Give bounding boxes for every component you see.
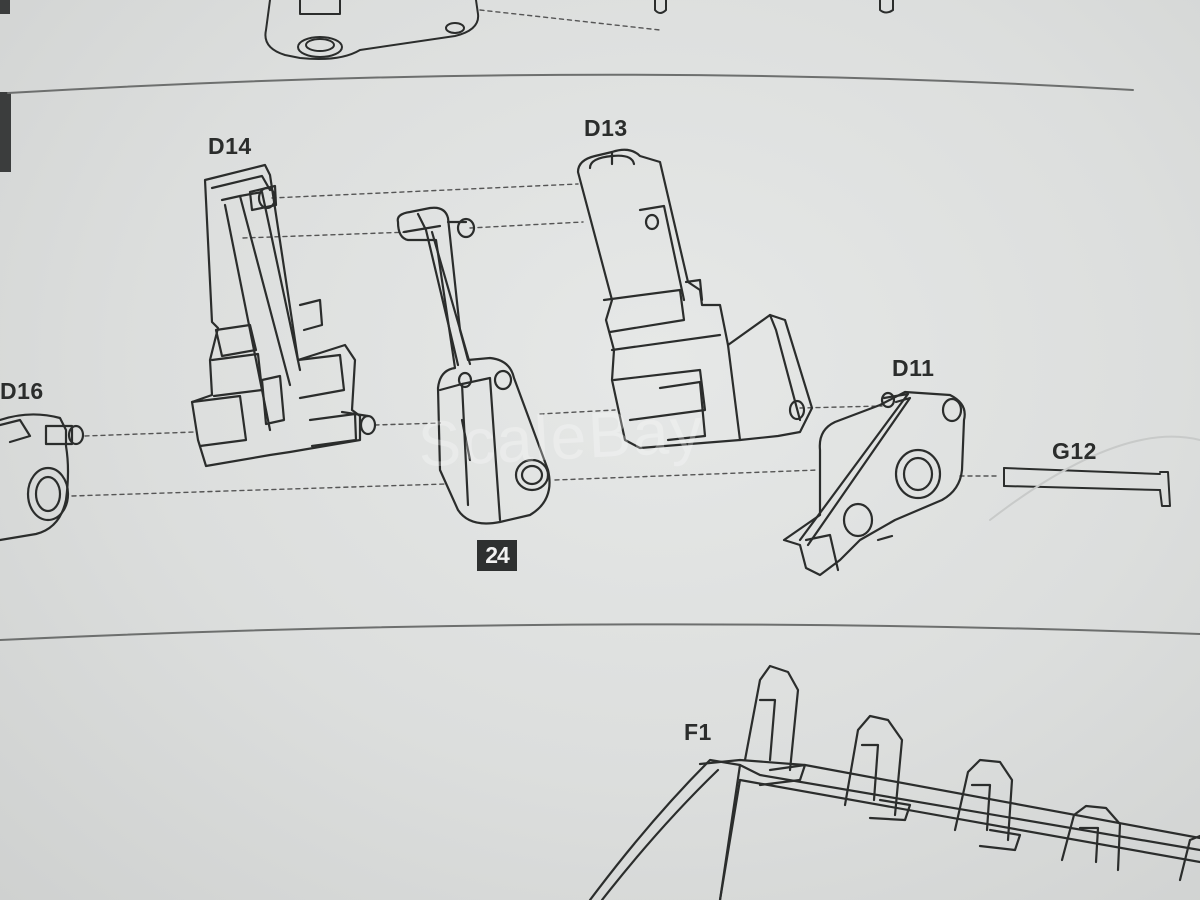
label-d14: D14 (208, 133, 252, 159)
label-f1: F1 (684, 719, 712, 745)
part-f1 (588, 664, 1200, 900)
part-d13 (576, 148, 814, 450)
label-d13: D13 (584, 115, 628, 141)
paper-fold-arc (989, 435, 1200, 521)
label-g12: G12 (1052, 438, 1097, 464)
step-number-tab (0, 92, 11, 172)
section-divider-bottom (0, 623, 1200, 641)
part-g12 (1003, 467, 1171, 507)
watermark-text: ScaleBay (416, 393, 707, 481)
assembly-guide-lines (71, 183, 1001, 497)
previous-step-part (264, 0, 894, 60)
label-d16: D16 (0, 378, 44, 404)
previous-step-tab (0, 0, 10, 14)
part-24-arm (396, 206, 551, 525)
label-d11: D11 (892, 355, 935, 381)
subassembly-badge: 24 (477, 540, 517, 571)
part-d14 (190, 163, 377, 468)
section-divider-top (7, 73, 1134, 94)
part-d16 (0, 413, 85, 542)
part-d11 (782, 390, 966, 577)
